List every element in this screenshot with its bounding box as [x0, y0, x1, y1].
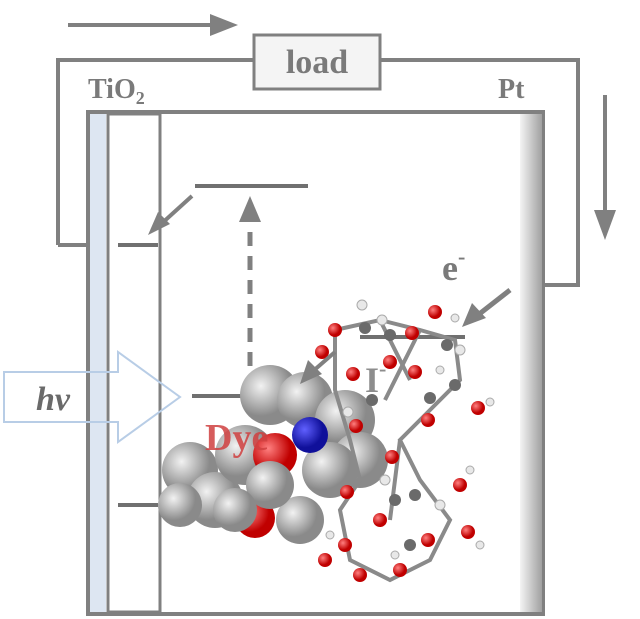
- glass-electrode: [90, 114, 106, 612]
- pt-label: Pt: [498, 74, 525, 105]
- oxygen-atoms: [315, 305, 485, 582]
- current-arrow-right: [594, 95, 616, 240]
- light-arrow: [3, 350, 182, 444]
- cyclodextrin-molecule: [333, 317, 463, 583]
- excitation-arrow: [239, 196, 261, 390]
- hydrogen-atoms: [325, 299, 495, 560]
- electron-arrow: [462, 288, 512, 327]
- iodide-label: I-: [365, 356, 386, 400]
- cell-container: [86, 110, 545, 616]
- injection-arrow: [148, 194, 194, 235]
- dye-label: Dye: [205, 417, 268, 459]
- external-circuit: [56, 58, 580, 287]
- load-box: [252, 33, 382, 91]
- tio2-layer: [106, 112, 162, 614]
- hv-label: hv: [36, 381, 71, 418]
- load-label: load: [286, 44, 348, 81]
- current-arrow-top: [68, 14, 238, 36]
- carbon-atoms: [359, 322, 461, 551]
- electron-label: e-: [442, 244, 465, 288]
- tio2-label: TiO2: [88, 74, 145, 108]
- reduction-arrow: [300, 350, 337, 384]
- pt-electrode: [520, 114, 542, 612]
